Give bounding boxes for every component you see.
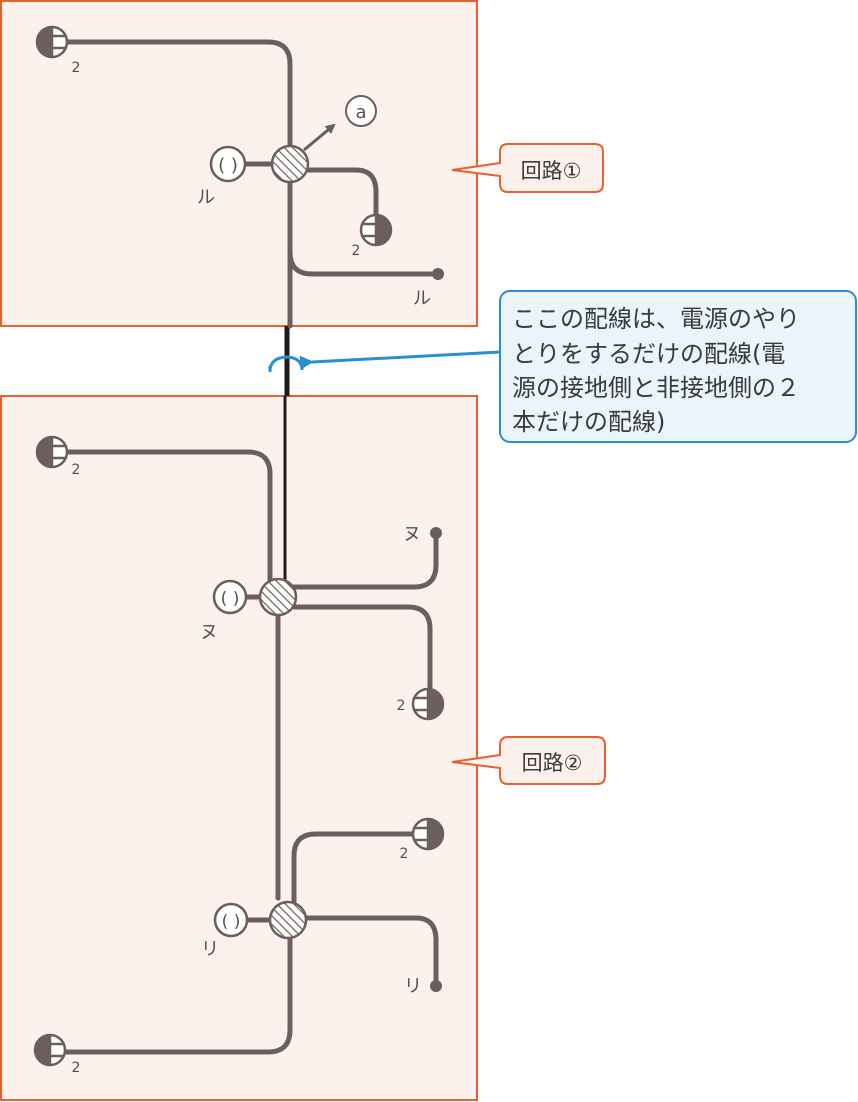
wire-c1-top-light bbox=[59, 39, 293, 149]
wire-c2-to-light bbox=[291, 604, 433, 691]
arrow-a bbox=[303, 123, 336, 152]
circuit1-callout: 回路① bbox=[451, 143, 604, 193]
a-marker-label: a bbox=[355, 102, 366, 123]
outlet-c2-right-lower bbox=[411, 817, 445, 851]
junction-box-c1 bbox=[270, 144, 310, 184]
switch-ru-label: ル bbox=[197, 187, 215, 208]
outlet-c1-mid-count: 2 bbox=[352, 243, 361, 259]
wire-c2-to-nu bbox=[291, 533, 439, 590]
circuit2-label: 回路② bbox=[522, 751, 583, 775]
wire-c2-up-light bbox=[291, 831, 421, 905]
wire-c1-to-light bbox=[304, 167, 379, 217]
note-line-2: とりをするだけの配線(電 bbox=[512, 340, 785, 368]
wire-c2-bottom-light bbox=[57, 933, 293, 1055]
switch-ru-symbol: ( ) bbox=[218, 155, 238, 176]
outlet-c1-top bbox=[35, 25, 69, 59]
circuit2-callout: 回路② bbox=[451, 736, 606, 785]
switch-nu: ( ) bbox=[212, 579, 248, 615]
switch-ri-label: リ bbox=[201, 939, 219, 960]
junction-box-c2-upper bbox=[258, 577, 298, 617]
note-callout: ここの配線は、電源のやり とりをするだけの配線(電 源の接地側と非接地側の２ 本… bbox=[299, 290, 857, 443]
switch-ri-symbol: ( ) bbox=[222, 912, 241, 932]
endpoint-ru bbox=[432, 268, 444, 280]
outlet-c2-right-upper-count: 2 bbox=[397, 698, 406, 714]
outlet-c1-top-count: 2 bbox=[72, 60, 81, 76]
a-marker: a bbox=[345, 95, 377, 127]
endpoint-ri-label: リ bbox=[404, 976, 422, 997]
endpoint-nu-label: ヌ bbox=[403, 524, 421, 545]
note-arrow bbox=[299, 350, 501, 370]
circuit2-area bbox=[0, 395, 478, 1101]
switch-ri: ( ) bbox=[213, 902, 249, 938]
outlet-c2-top bbox=[35, 435, 69, 469]
outlet-c2-bottom bbox=[33, 1033, 67, 1067]
endpoint-ri bbox=[430, 980, 442, 992]
note-line-3: 源の接地側と非接地側の２ bbox=[512, 374, 800, 402]
switch-nu-symbol: ( ) bbox=[221, 589, 240, 609]
outlet-c1-mid bbox=[359, 213, 393, 247]
outlet-c2-right-upper bbox=[411, 687, 445, 721]
wire-c2-top-light bbox=[59, 449, 273, 583]
junction-box-c2-lower bbox=[268, 900, 308, 940]
switch-ru: ( ) bbox=[209, 145, 247, 183]
wire-c2-to-ri bbox=[301, 915, 439, 987]
outlet-c2-bottom-count: 2 bbox=[72, 1060, 81, 1076]
endpoint-nu bbox=[430, 527, 442, 539]
circuit1-label: 回路① bbox=[521, 159, 582, 183]
outlet-c2-top-count: 2 bbox=[72, 462, 81, 478]
note-line-4: 本だけの配線) bbox=[512, 408, 665, 436]
outlet-c2-right-lower-count: 2 bbox=[400, 846, 409, 862]
endpoint-ru-label: ル bbox=[413, 288, 431, 309]
switch-nu-label: ヌ bbox=[200, 622, 218, 643]
note-line-1: ここの配線は、電源のやり bbox=[512, 305, 800, 333]
